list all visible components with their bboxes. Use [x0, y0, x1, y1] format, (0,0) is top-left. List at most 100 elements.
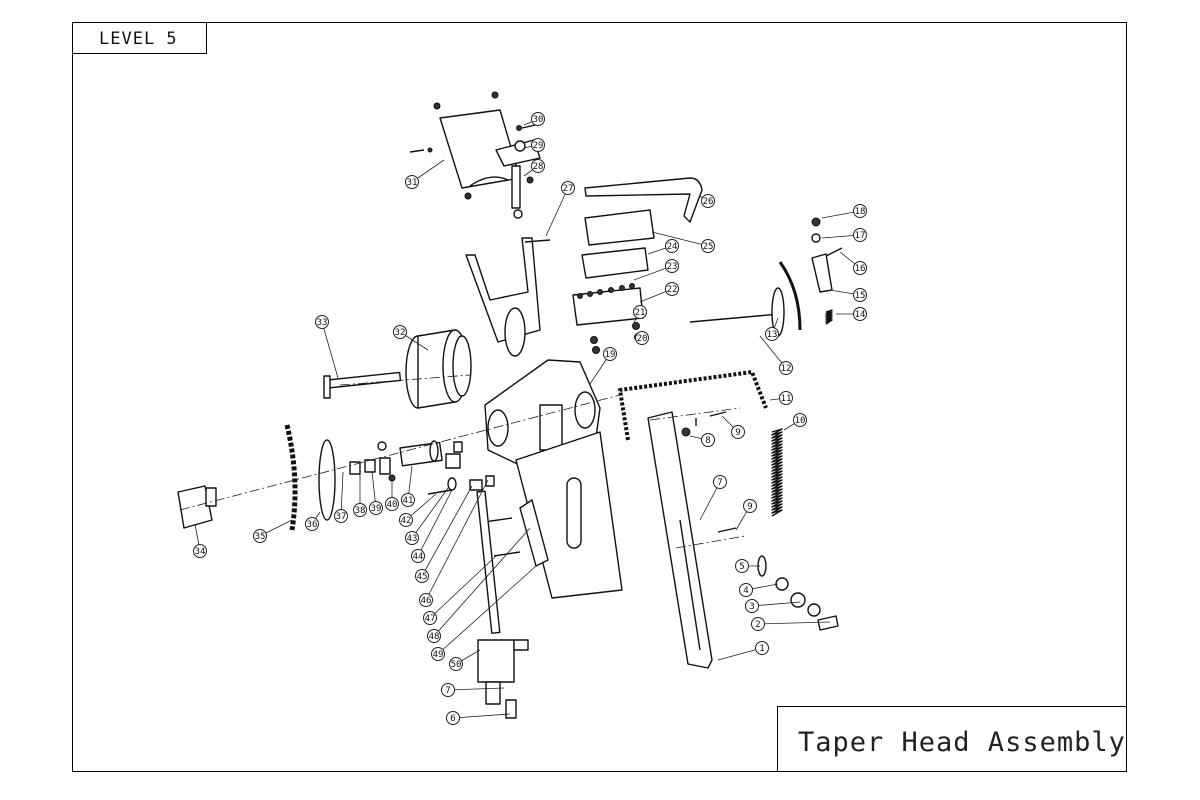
leader-line	[651, 231, 709, 247]
bushing-small	[485, 475, 495, 487]
callout-number: 29	[533, 141, 544, 151]
callout-circle	[531, 138, 545, 152]
callout-circle	[193, 544, 207, 558]
cutter-blade	[519, 499, 549, 567]
callout-circle	[441, 683, 455, 697]
leader-line	[545, 187, 569, 237]
callout-circle	[393, 325, 407, 339]
callout-42: 42	[399, 513, 413, 527]
drawing-border	[72, 22, 1127, 772]
callout-34: 34	[193, 544, 207, 558]
callout-circle	[531, 159, 545, 173]
callout-circle	[633, 305, 647, 319]
callout-circle	[751, 617, 765, 631]
callout-number: 38	[355, 506, 366, 516]
callout-30: 30	[531, 112, 545, 126]
callout-bubbles: 1234567789910111213141516171819202122232…	[193, 112, 867, 725]
callout-number: 19	[605, 350, 616, 360]
leader-lines	[194, 118, 861, 719]
callout-number: 9	[735, 428, 740, 438]
callout-29: 29	[531, 138, 545, 152]
callout-circle	[385, 497, 399, 511]
callout-circle	[603, 347, 617, 361]
callout-number: 14	[855, 310, 866, 320]
callout-number: 30	[533, 115, 544, 125]
callout-circle	[701, 194, 715, 208]
callout-circle	[305, 517, 319, 531]
drive-chain	[618, 370, 768, 441]
callout-number: 32	[395, 328, 406, 338]
callout-circle	[853, 228, 867, 242]
callout-7: 7	[713, 475, 727, 489]
mast-arm	[647, 411, 713, 669]
callout-number: 44	[413, 552, 424, 562]
end-bracket	[177, 485, 217, 529]
callout-35: 35	[253, 529, 267, 543]
callout-circle	[253, 529, 267, 543]
callout-45: 45	[415, 569, 429, 583]
callout-40: 40	[385, 497, 399, 511]
callout-circle	[731, 425, 745, 439]
callout-circle	[853, 261, 867, 275]
callout-circle	[853, 288, 867, 302]
callout-circle	[405, 175, 419, 189]
callout-number: 34	[195, 547, 206, 557]
center-line	[675, 535, 746, 549]
leader-line	[321, 321, 339, 379]
callout-number: 41	[403, 496, 414, 506]
callout-38: 38	[353, 503, 367, 517]
leader-line	[717, 647, 763, 661]
callout-circle	[665, 282, 679, 296]
cover-plate	[584, 209, 655, 246]
callout-circle	[665, 239, 679, 253]
mounting-plate	[409, 91, 521, 200]
callout-20: 20	[635, 331, 649, 345]
callout-number: 45	[417, 572, 428, 582]
callout-number: 7	[717, 478, 722, 488]
callout-number: 3	[749, 602, 754, 612]
drive-gear	[318, 439, 336, 521]
callout-number: 47	[425, 614, 436, 624]
callout-circle	[793, 413, 807, 427]
callout-number: 21	[635, 308, 646, 318]
leader-line	[699, 481, 721, 521]
callout-number: 43	[407, 534, 418, 544]
callout-number: 28	[533, 162, 544, 172]
callout-number: 15	[855, 291, 866, 301]
washer	[811, 233, 821, 243]
handle-bar	[584, 177, 703, 223]
support-rod	[476, 490, 501, 634]
callout-number: 36	[307, 520, 318, 530]
callout-8: 8	[701, 433, 715, 447]
tension-spring	[771, 428, 783, 517]
callout-4: 4	[739, 583, 753, 597]
callout-25: 25	[701, 239, 715, 253]
callout-37: 37	[334, 509, 348, 523]
hex-bolt	[709, 411, 727, 417]
callout-number: 10	[795, 416, 806, 426]
callout-number: 37	[336, 512, 347, 522]
callout-28: 28	[531, 159, 545, 173]
callout-number: 5	[739, 562, 744, 572]
callout-circle	[531, 112, 545, 126]
callout-31: 31	[405, 175, 419, 189]
callout-circle	[765, 327, 779, 341]
callout-number: 31	[407, 178, 418, 188]
callout-circle	[427, 629, 441, 643]
leader-line	[433, 527, 531, 637]
callout-26: 26	[701, 194, 715, 208]
callout-circle	[401, 493, 415, 507]
callout-number: 50	[451, 660, 462, 670]
callout-7: 7	[441, 683, 455, 697]
callout-number: 9	[747, 502, 752, 512]
callout-circle	[779, 361, 793, 375]
callout-number: 23	[667, 262, 678, 272]
callout-13: 13	[765, 327, 779, 341]
callout-number: 42	[401, 516, 412, 526]
bolt-end	[817, 615, 839, 631]
bushing	[469, 479, 483, 491]
callout-circle	[701, 239, 715, 253]
callout-36: 36	[305, 517, 319, 531]
